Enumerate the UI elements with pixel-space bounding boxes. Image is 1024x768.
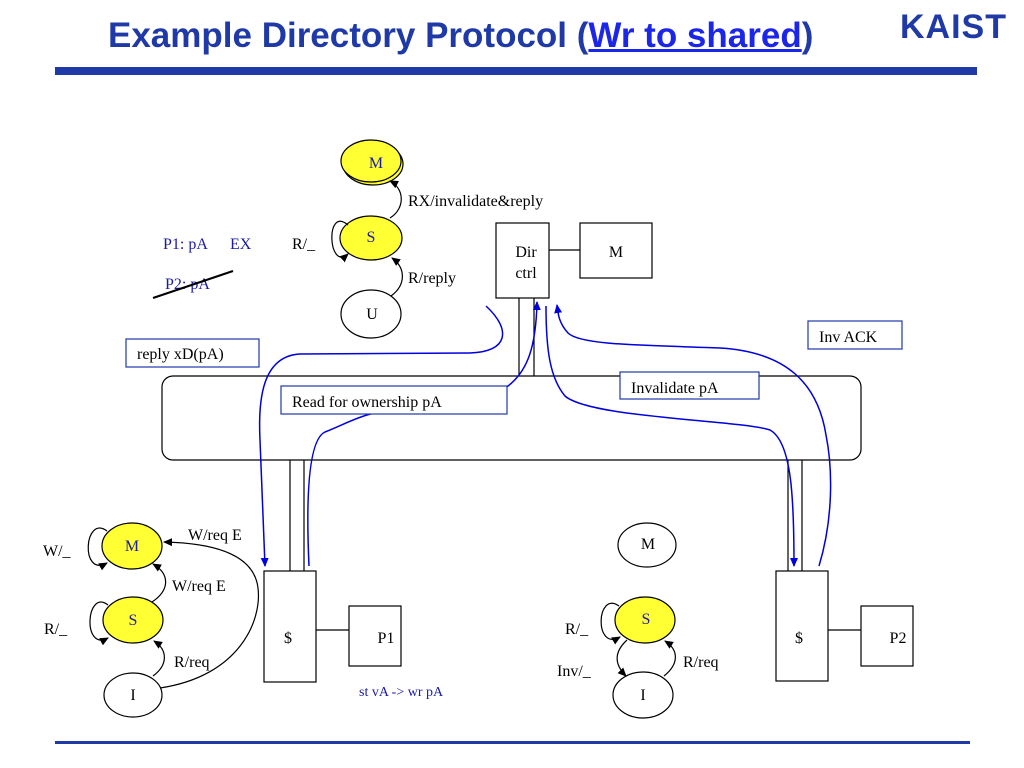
- p2-state-i: [612, 671, 674, 719]
- p1-s-to-m-label: W/req E: [172, 578, 226, 595]
- p1-proc-box: [348, 605, 402, 667]
- p1-proc-label: P1: [378, 630, 395, 647]
- top-state-s-label: S: [367, 229, 376, 246]
- top-u-to-s-label: R/reply: [408, 270, 456, 287]
- top-s-to-m-label: RX/invalidate&reply: [408, 193, 543, 210]
- p2-strike-line: [152, 270, 234, 299]
- p1-node: $ P1 st vA -> wr pA: [263, 460, 444, 700]
- directory-node: Dir ctrl M: [495, 222, 653, 376]
- dir-label: Dir: [515, 244, 537, 261]
- p2-s-self-label: R/_: [565, 621, 589, 638]
- memory-label: M: [609, 244, 623, 261]
- p1-i-to-s-label: R/req: [174, 654, 210, 671]
- p1-cache-box: [263, 570, 317, 683]
- p2-proc-box: [860, 605, 914, 667]
- p1-m-self-label: W/_: [43, 543, 72, 560]
- p2-cache-label: $: [795, 630, 803, 647]
- footer-rule: [55, 741, 970, 744]
- reply-label: reply xD(pA): [137, 346, 224, 363]
- title-suffix: ): [801, 16, 814, 55]
- top-u-to-s-arrow: [390, 257, 403, 297]
- top-s-to-m-arrow: [389, 180, 402, 219]
- top-fsm: M S U RX/invalidate&reply R/_ R/reply: [292, 139, 543, 339]
- inv-ack-arrow: [554, 304, 832, 567]
- p1-status: P1: pA: [163, 236, 208, 253]
- title-rule: [55, 67, 977, 75]
- message-labels: reply xD(pA) Read for ownership pA Inval…: [125, 320, 903, 415]
- top-state-u: [340, 289, 402, 339]
- p2-cache-box: [775, 570, 829, 682]
- title-prefix: Example Directory Protocol (: [108, 16, 589, 55]
- p2-state-m: [617, 522, 677, 568]
- invalidate-label: Invalidate pA: [631, 380, 719, 397]
- inv-ack-label-box: [807, 320, 903, 350]
- slide-title: Example Directory Protocol (Wr to shared…: [108, 16, 813, 56]
- p2-state-m-label: M: [641, 536, 655, 553]
- p2-node: $ P2: [775, 460, 914, 682]
- memory-box: [579, 222, 653, 279]
- p1-state-i: [103, 672, 163, 718]
- title-link[interactable]: Wr to shared: [588, 16, 802, 55]
- p1-status-state: EX: [230, 236, 252, 253]
- top-s-self-arrow: [331, 220, 349, 263]
- p1-i-to-m-label: W/req E: [188, 527, 242, 544]
- inv-ack-label: Inv ACK: [819, 329, 878, 346]
- p1-state-s-label: S: [129, 612, 138, 629]
- status-block: P1: pA EX P2: pA: [152, 236, 252, 299]
- p2-status: P2: pA: [165, 276, 210, 293]
- reply-arrow: [258, 305, 504, 567]
- p1-state-m: [101, 522, 163, 570]
- p1-fsm: M S I W/_ R/_ W/req E W/req E R/req: [43, 522, 260, 718]
- p2-fsm: M S I R/_ Inv/_ R/req: [557, 522, 719, 719]
- top-s-self-label: R/_: [292, 236, 316, 253]
- p1-cache-label: $: [284, 630, 292, 647]
- reply-label-box: [125, 338, 260, 368]
- read-ownership-label: Read for ownership pA: [292, 394, 442, 411]
- kaist-logo: KAIST: [900, 8, 1007, 46]
- invalidate-label-box: [619, 371, 760, 400]
- p2-proc-label: P2: [890, 630, 907, 647]
- p2-state-i-label: I: [640, 687, 645, 704]
- read-ownership-label-box: [280, 385, 508, 415]
- p1-state-s: [102, 596, 164, 644]
- p1-state-i-label: I: [130, 687, 135, 704]
- p1-store-note: st vA -> wr pA: [359, 685, 444, 700]
- invalidate-arrow: [545, 305, 798, 567]
- p2-s-to-i-label: Inv/_: [557, 663, 592, 680]
- p2-i-to-s-label: R/req: [683, 654, 719, 671]
- p2-state-s-label: S: [642, 611, 651, 628]
- p2-state-s: [614, 596, 676, 644]
- p1-state-m-label: M: [125, 538, 139, 555]
- p1-s-self-label: R/_: [44, 621, 68, 638]
- top-state-m-label: M: [369, 155, 383, 172]
- ctrl-label: ctrl: [515, 265, 537, 282]
- top-state-u-label: U: [366, 306, 378, 323]
- top-state-s: [339, 215, 403, 261]
- dir-ctrl-box: [495, 222, 550, 299]
